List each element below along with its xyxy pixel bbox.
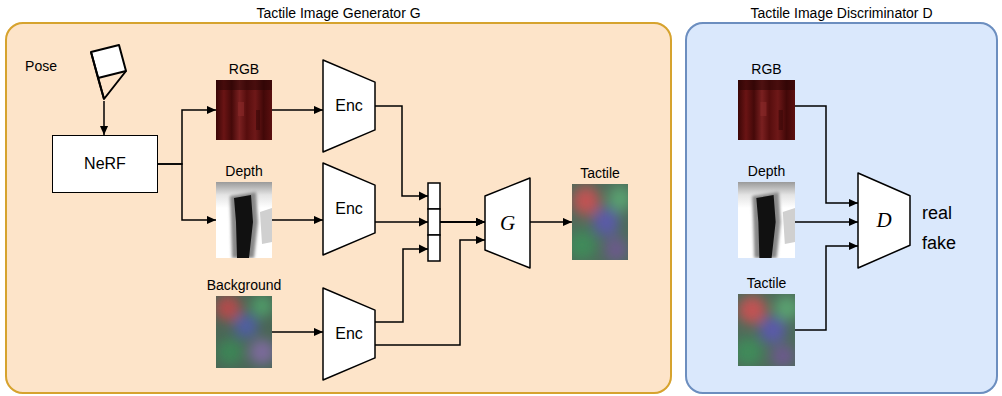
connector-arrow — [795, 246, 858, 330]
connector-arrow — [795, 221, 858, 223]
encoder-block: Enc — [323, 60, 375, 152]
encoder-block: Enc — [323, 163, 375, 255]
trapezoid-shape — [323, 163, 375, 255]
output-label: real — [922, 203, 952, 224]
connector-arrow — [158, 164, 216, 220]
connector-arrow — [375, 106, 485, 222]
rgb-picture — [216, 80, 272, 140]
output-label: fake — [922, 233, 956, 254]
arrow-head — [419, 192, 428, 201]
block-label: Enc — [335, 97, 363, 115]
connector-arrow — [272, 109, 323, 111]
rgb-picture — [738, 80, 795, 140]
depth-image: Depth — [738, 182, 795, 258]
vector-cell — [428, 235, 440, 261]
panel-title: Tactile Image Discriminator D — [750, 5, 932, 21]
encoder-block: Enc — [323, 288, 375, 380]
discriminator-block: D — [858, 173, 910, 268]
panel-title: Tactile Image Generator G — [256, 5, 420, 21]
connector-arrow — [158, 110, 216, 164]
depth-image: Depth — [216, 182, 272, 258]
connector-arrow — [375, 222, 485, 322]
block-label: Enc — [335, 200, 363, 218]
arrow-head — [419, 245, 428, 254]
nerf-box: NeRF — [52, 135, 158, 193]
trapezoid-shape — [323, 60, 375, 152]
background-image: Background — [216, 296, 272, 368]
tactile-picture — [215, 295, 275, 368]
depth-picture — [216, 182, 272, 258]
image-label: RGB — [229, 61, 259, 77]
tactile-image: Tactile — [738, 294, 795, 366]
block-label: Enc — [335, 325, 363, 343]
trapezoid-shape — [485, 178, 530, 268]
block-label: D — [876, 208, 891, 232]
connector-arrow — [103, 101, 105, 135]
image-label: Depth — [225, 163, 262, 179]
image-label: Tactile — [747, 275, 787, 291]
tactile-picture — [734, 294, 799, 368]
image-label: RGB — [751, 61, 781, 77]
rgb-image: RGB — [216, 80, 272, 140]
panel-fill — [5, 22, 672, 394]
block-label: G — [500, 211, 515, 235]
rgb-image: RGB — [738, 80, 795, 140]
icon-label: Pose — [25, 58, 57, 74]
generator-block: G — [485, 178, 530, 268]
image-label: Background — [207, 277, 282, 293]
panel-fill — [685, 22, 998, 394]
camera-pose: Pose — [88, 44, 128, 101]
box-label: NeRF — [84, 155, 126, 173]
connector-arrow — [272, 331, 323, 333]
image-label: Depth — [748, 163, 785, 179]
tactile-picture — [568, 184, 632, 262]
vector-cell — [428, 183, 440, 209]
arrow-head — [419, 218, 428, 227]
connector-arrow — [795, 106, 858, 203]
camera-icon — [91, 45, 126, 99]
connector-arrow — [530, 221, 572, 223]
image-label: Tactile — [580, 165, 620, 181]
connector-arrow — [272, 219, 323, 221]
trapezoid-shape — [323, 288, 375, 380]
depth-picture — [738, 182, 795, 258]
generator-panel: Tactile Image Generator GPoseNeRFRGBDept… — [5, 22, 672, 394]
vector-cell — [428, 209, 440, 235]
tactile-image: Tactile — [572, 184, 628, 260]
trapezoid-shape — [858, 173, 910, 268]
